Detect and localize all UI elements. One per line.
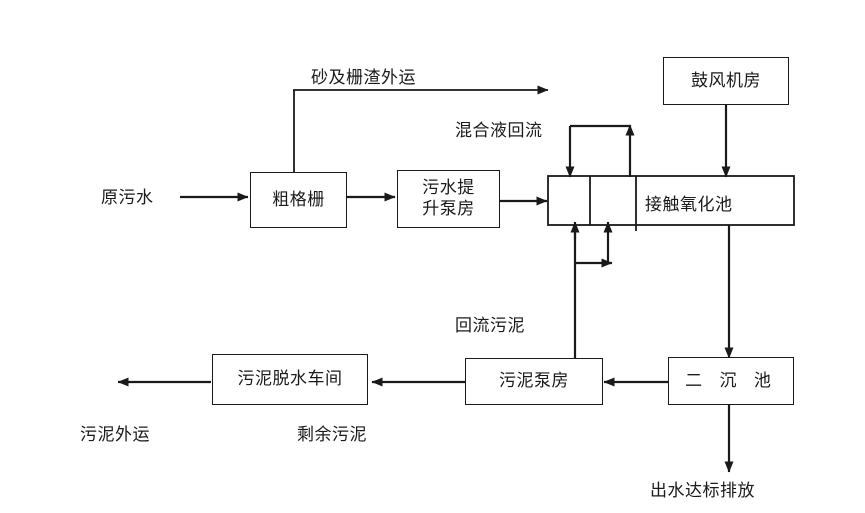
- label-effluent-discharge-text: 出水达标排放: [650, 481, 755, 501]
- node-blower-room-label: 鼓风机房: [691, 70, 761, 91]
- node-sludge-pump-room-label: 污泥泵房: [499, 371, 569, 392]
- node-coarse-screen[interactable]: 粗格栅: [250, 172, 347, 228]
- label-mixed-liquor-return: 混合液回流: [455, 116, 543, 141]
- oxidation-tank-outline: [547, 175, 795, 226]
- label-sludge-transport-text: 污泥外运: [80, 425, 150, 445]
- node-secondary-clarifier[interactable]: 二 沉 池: [668, 357, 794, 405]
- node-sludge-dewatering-workshop[interactable]: 污泥脱水车间: [212, 354, 368, 405]
- node-contact-oxidation-tank-label: 接触氧化池: [645, 195, 733, 215]
- node-blower-room[interactable]: 鼓风机房: [663, 57, 789, 105]
- label-excess-sludge: 剩余污泥: [297, 420, 367, 445]
- label-grit-and-screenings-transport: 砂及栅渣外运: [311, 63, 416, 88]
- label-effluent-discharge: 出水达标排放: [650, 476, 755, 501]
- label-sludge-transport: 污泥外运: [80, 420, 150, 445]
- label-raw-sewage-text: 原污水: [101, 188, 154, 208]
- label-excess-sludge-text: 剩余污泥: [297, 425, 367, 445]
- node-sewage-lift-pump-room[interactable]: 污水提 升泵房: [397, 170, 500, 228]
- label-raw-sewage: 原污水: [101, 183, 154, 208]
- node-sludge-pump-room[interactable]: 污泥泵房: [465, 358, 603, 405]
- label-mixed-liquor-text: 混合液回流: [455, 121, 543, 141]
- label-return-sludge: 回流污泥: [455, 311, 525, 336]
- node-sludge-dewatering-workshop-label: 污泥脱水车间: [237, 369, 343, 390]
- node-sewage-lift-pump-room-label: 污水提 升泵房: [422, 178, 475, 219]
- node-coarse-screen-label: 粗格栅: [272, 189, 325, 210]
- node-secondary-clarifier-label: 二 沉 池: [685, 370, 777, 391]
- node-contact-oxidation-tank[interactable]: 接触氧化池: [645, 190, 733, 215]
- label-grit-text: 砂及栅渣外运: [311, 68, 416, 88]
- label-return-sludge-text: 回流污泥: [455, 316, 525, 336]
